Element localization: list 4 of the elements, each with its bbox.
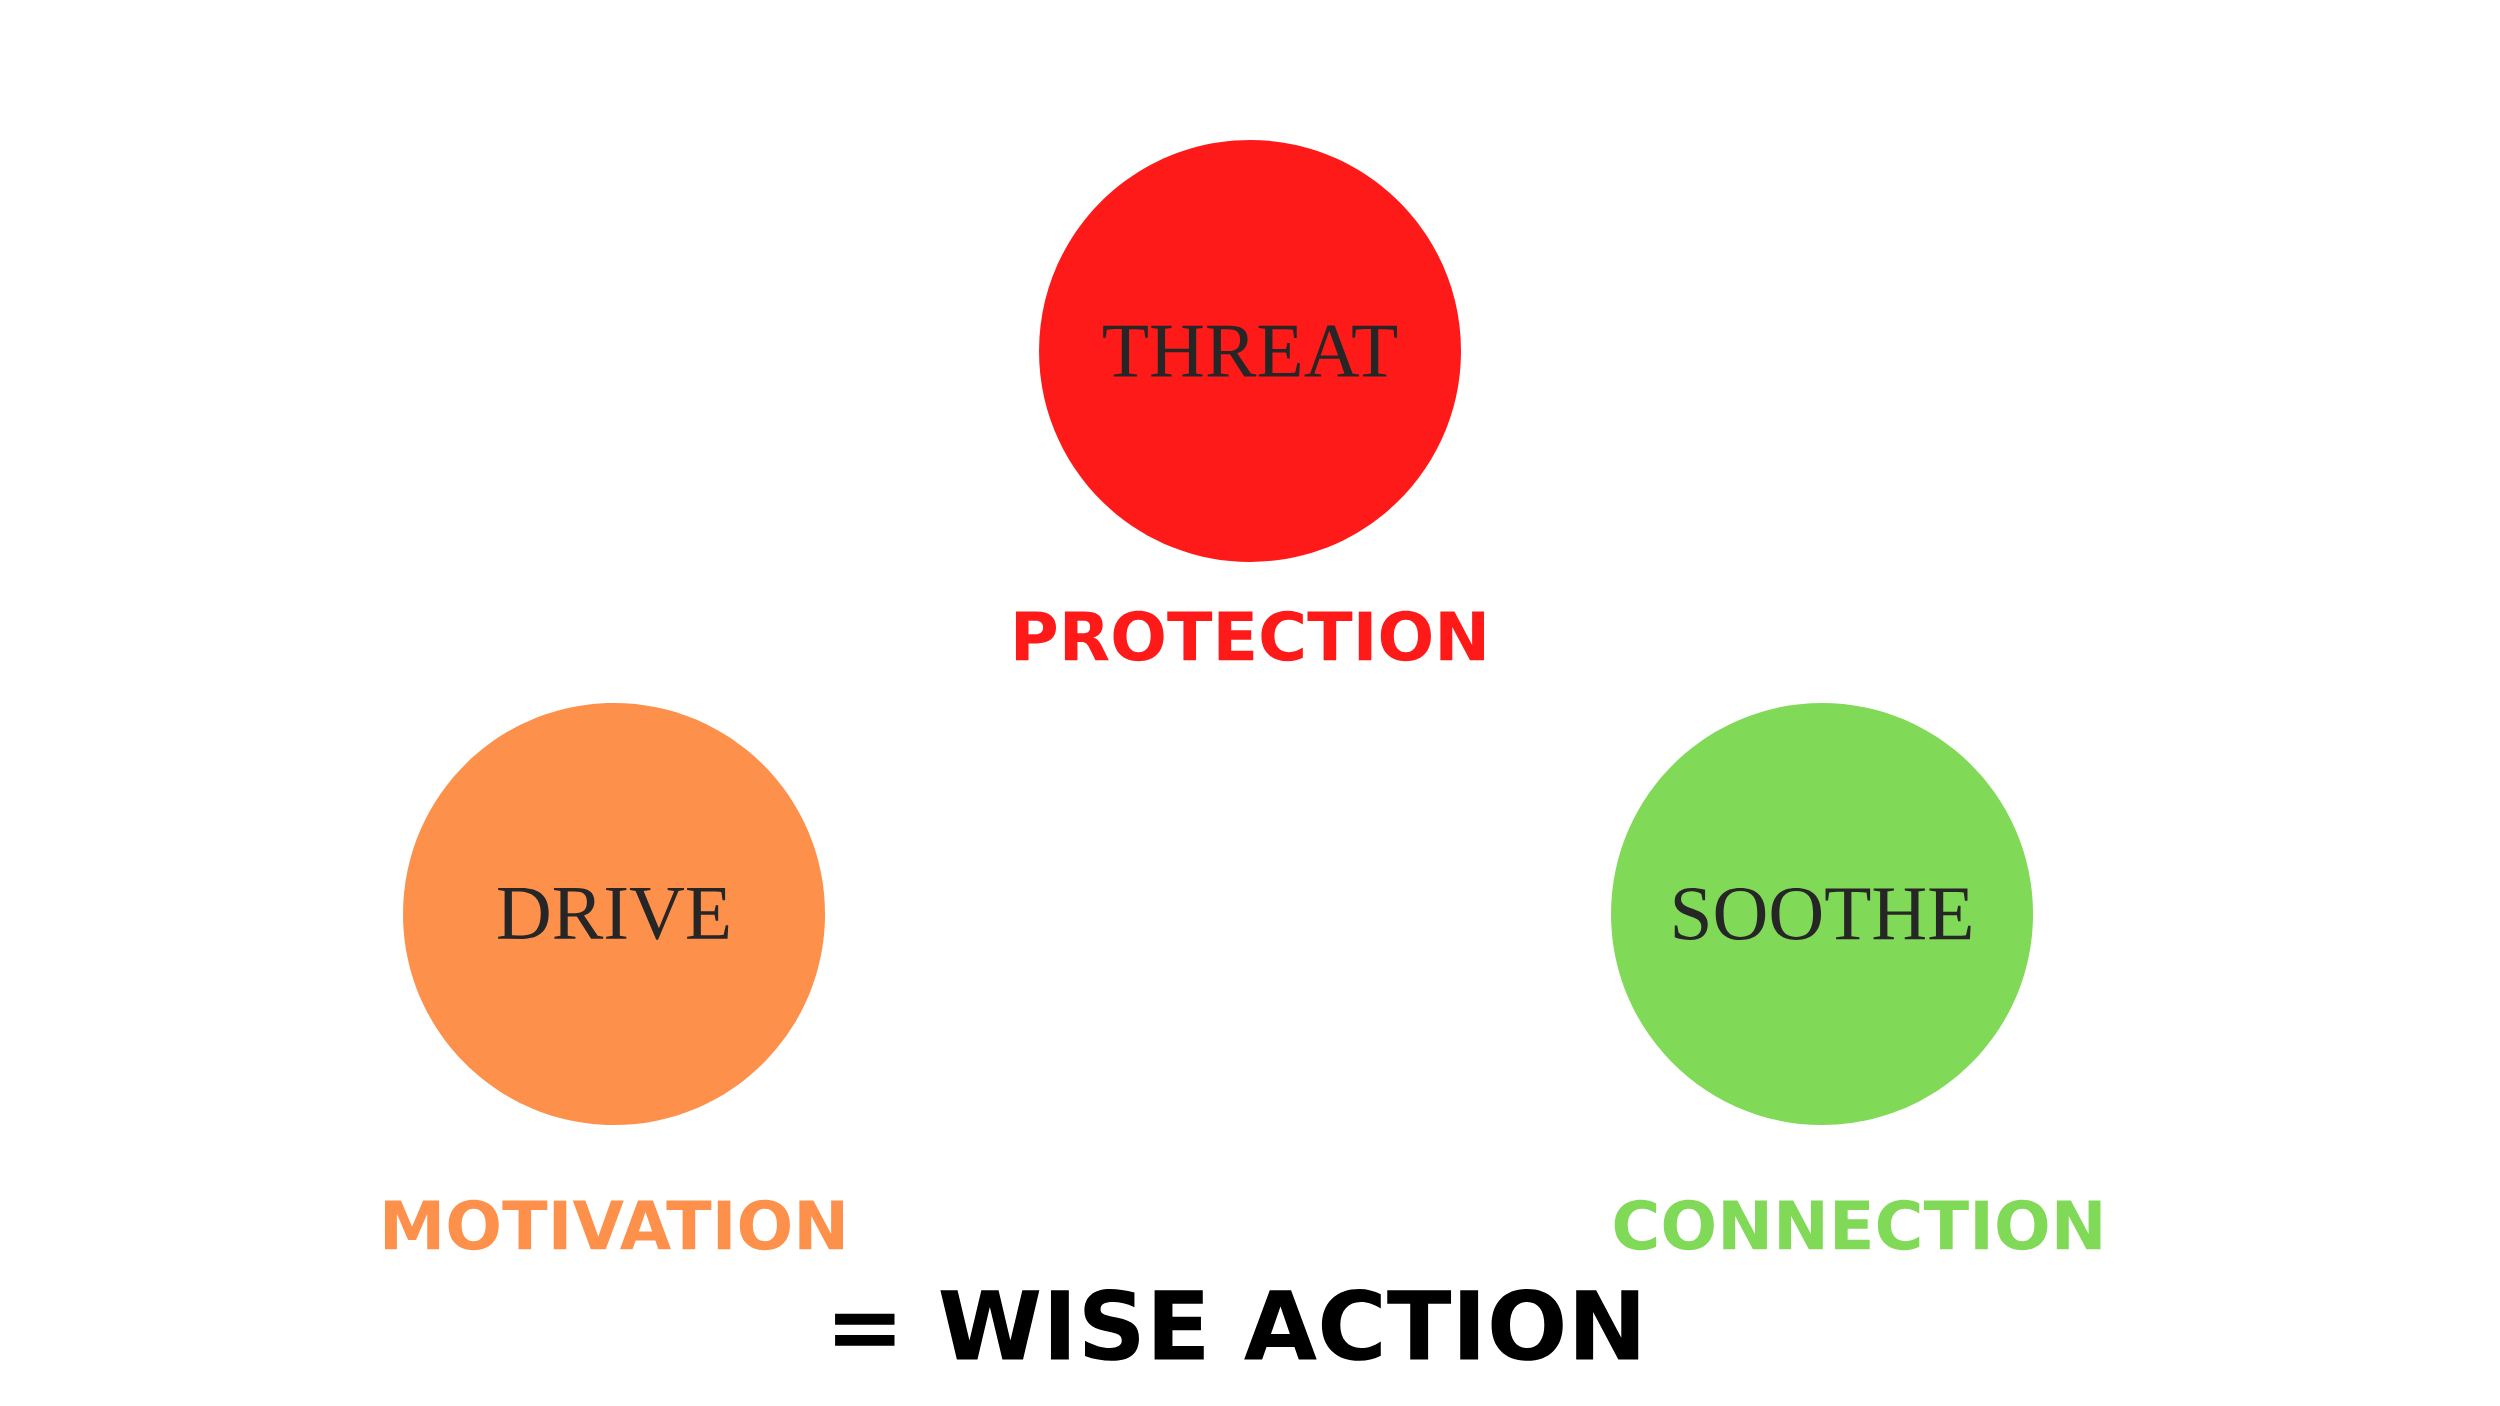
heading: = WISE ACTION xyxy=(835,1289,1639,1361)
node-label: PROTECTION xyxy=(1015,610,1484,662)
node-label: MOTIVATION xyxy=(385,1199,843,1251)
node-label: CONNECTION xyxy=(1614,1199,2101,1251)
